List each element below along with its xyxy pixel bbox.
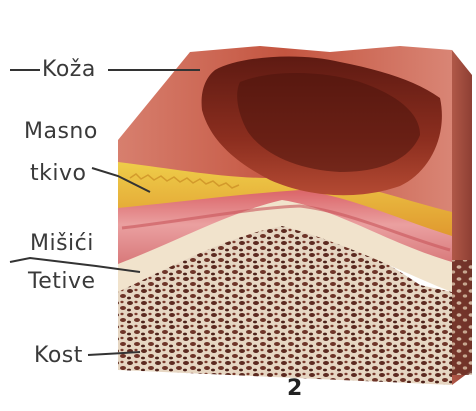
label-tetive: Tetive [28, 270, 96, 294]
label-misici: Mišići [30, 232, 94, 256]
figure-number: 2 [287, 377, 303, 401]
label-masno: Masno [24, 120, 98, 144]
bone-side-texture [452, 260, 472, 375]
label-kost: Kost [34, 344, 83, 368]
label-tkivo: tkivo [30, 162, 86, 186]
label-koza: Koža [42, 58, 96, 82]
